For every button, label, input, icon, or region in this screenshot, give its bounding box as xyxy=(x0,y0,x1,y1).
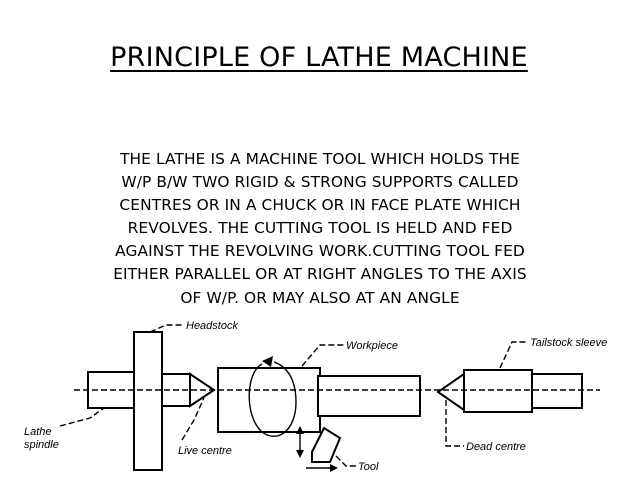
tailstock-rear-shaft xyxy=(531,373,583,409)
workpiece-small-section xyxy=(317,375,421,417)
lathe-diagram: Headstock Workpiece Tailstock sleeve Lat… xyxy=(24,320,607,473)
dead-centre-label: Dead centre xyxy=(466,441,526,453)
workpiece-leader xyxy=(301,344,344,367)
slide-title: PRINCIPLE OF LATHE MACHINE xyxy=(0,42,638,73)
paragraph-line: CENTRES OR IN A CHUCK OR IN FACE PLATE W… xyxy=(119,196,521,215)
dead-centre-leader xyxy=(445,400,464,447)
tool-feed-arrowhead-up xyxy=(296,426,304,434)
cutting-tool xyxy=(311,426,342,463)
headstock-leader xyxy=(149,324,184,333)
lathe-label: Lathe xyxy=(24,426,52,438)
lathe-spindle-leader xyxy=(59,407,105,427)
rotation-arrow xyxy=(248,361,297,437)
spindle-label: spindle xyxy=(24,439,59,451)
slide-title-text: PRINCIPLE OF LATHE MACHINE xyxy=(110,42,528,73)
live-centre-leader xyxy=(181,397,205,441)
workpiece-large-section xyxy=(217,367,321,433)
headstock-plate xyxy=(133,331,163,471)
rotation-arrowhead xyxy=(262,356,273,367)
description-paragraph: THE LATHE IS A MACHINE TOOL WHICH HOLDS … xyxy=(108,148,532,310)
headstock-label: Headstock xyxy=(186,320,238,332)
paragraph-line: THE LATHE IS A MACHINE TOOL WHICH HOLDS … xyxy=(120,150,520,168)
tailstock-sleeve-label: Tailstock sleeve xyxy=(530,337,607,349)
paragraph-line: REVOLVES. THE CUTTING TOOL IS HELD AND F… xyxy=(127,219,513,238)
paragraph-line: OF W/P. OR MAY ALSO AT AN ANGLE xyxy=(180,288,460,307)
dead-centre-cone xyxy=(436,372,465,412)
tool-feed-arrowhead-down xyxy=(296,450,304,458)
paragraph-line: W/P B/W TWO RIGID & STRONG SUPPORTS CALL… xyxy=(121,173,519,192)
paragraph-line: EITHER PARALLEL OR AT RIGHT ANGLES TO TH… xyxy=(113,265,527,284)
tool-label: Tool xyxy=(358,461,379,473)
tailstock-sleeve-body xyxy=(463,369,533,413)
tailstock-sleeve-leader xyxy=(499,341,528,369)
workpiece-label: Workpiece xyxy=(346,340,398,352)
paragraph-line: AGAINST THE REVOLVING WORK.CUTTING TOOL … xyxy=(115,242,525,261)
tool-leader xyxy=(335,455,356,467)
live-centre-label: Live centre xyxy=(178,445,232,457)
tool-base-arrowhead xyxy=(330,464,338,472)
